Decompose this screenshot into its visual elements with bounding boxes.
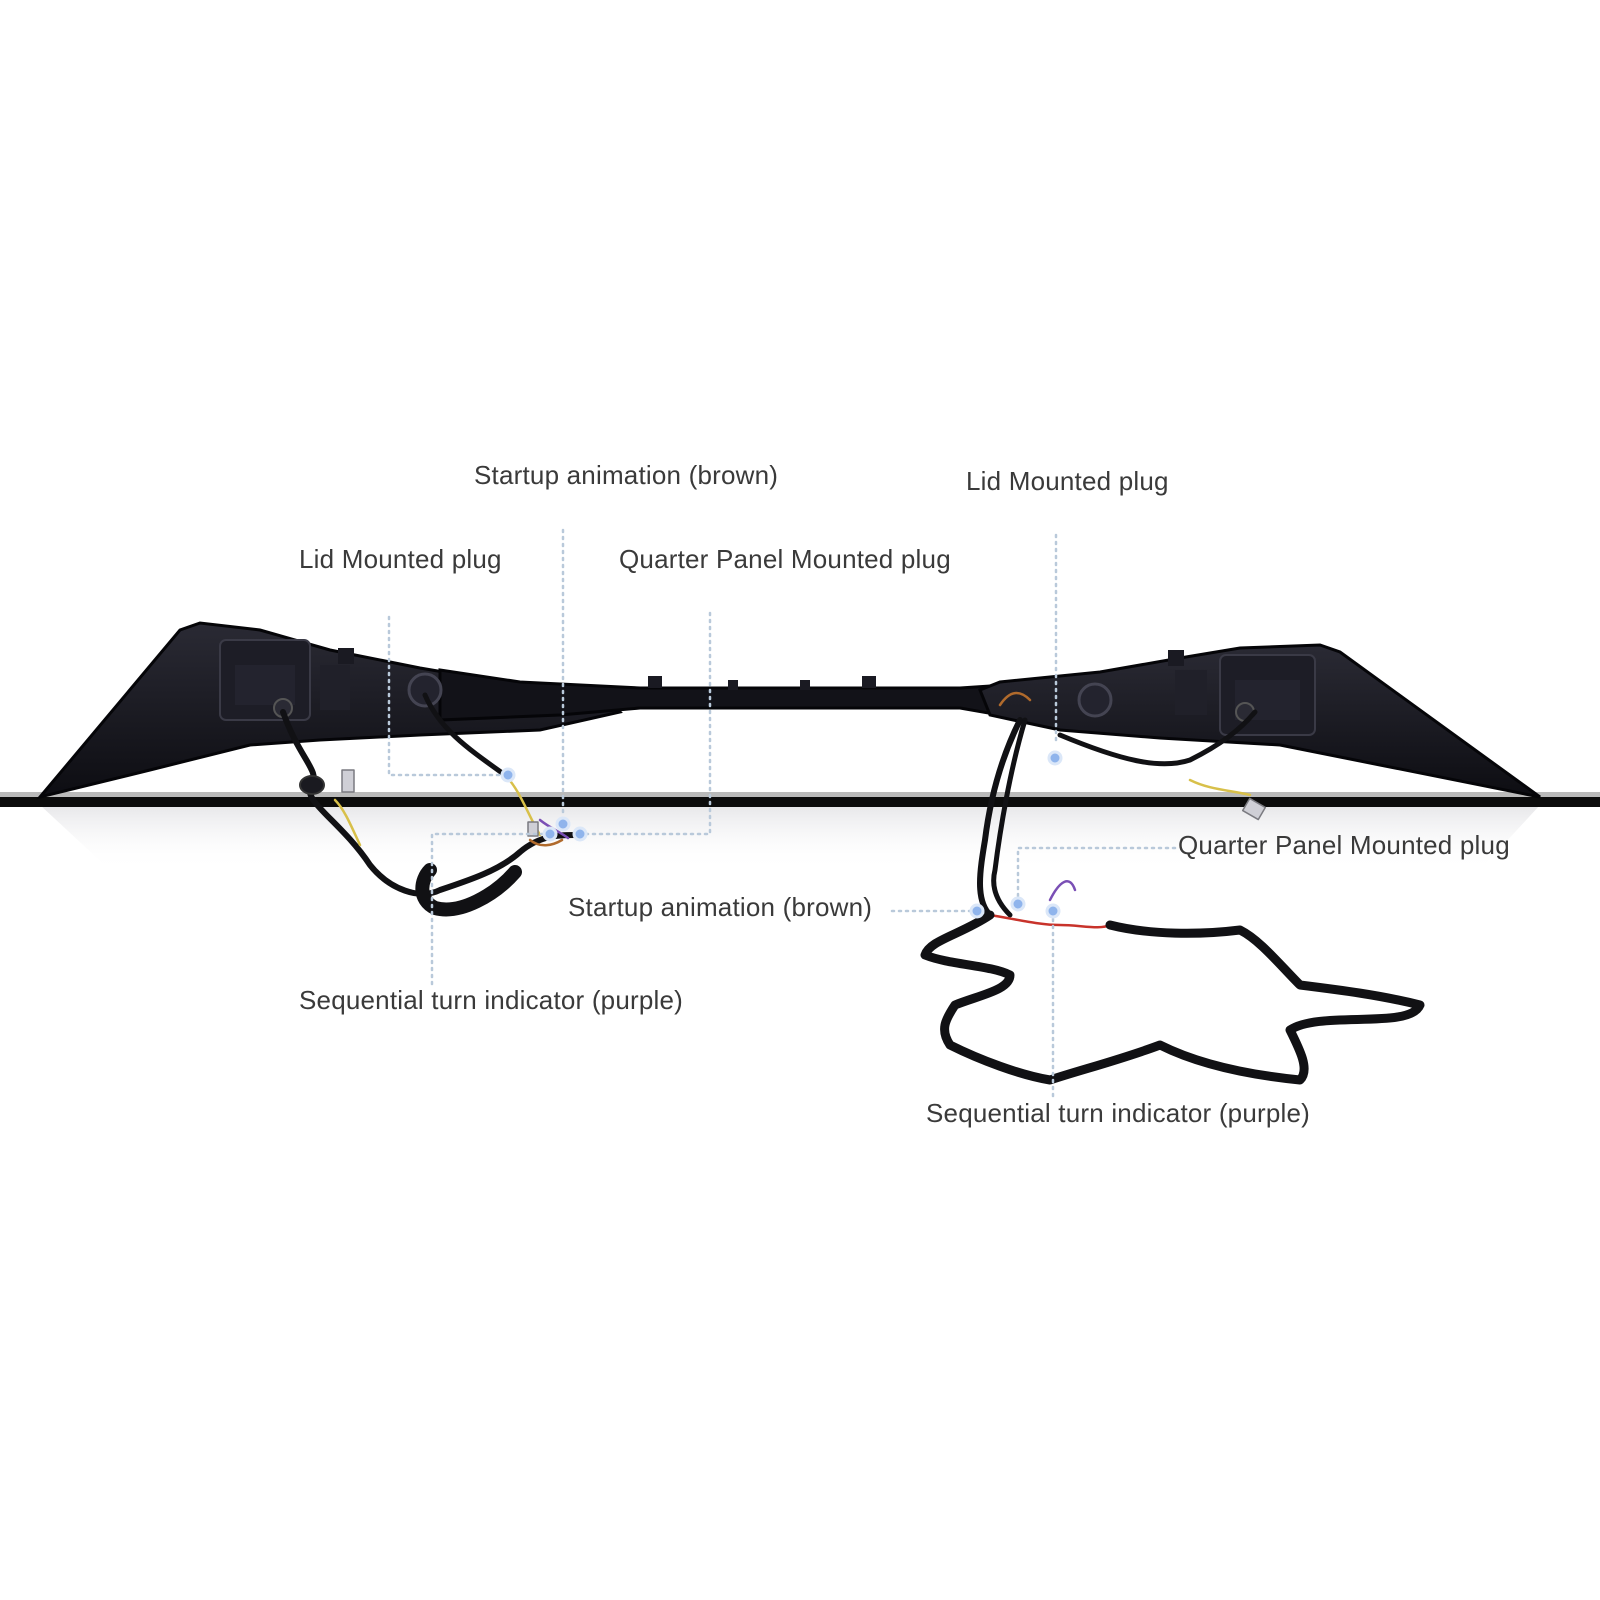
right-grommet	[1077, 682, 1113, 718]
marker-quarter-right	[1010, 896, 1026, 912]
leader-lines	[387, 528, 1177, 1102]
connector-markers	[500, 750, 1063, 919]
leader-quarter-right	[1016, 846, 1177, 900]
callout-lid-mounted-plug-left: Lid Mounted plug	[299, 544, 502, 574]
marker-sequential-right	[1045, 903, 1061, 919]
long-harness-loop	[920, 910, 1425, 1085]
horizon-line	[0, 797, 1600, 807]
leader-quarter-left	[578, 611, 712, 836]
marker-lid-left	[500, 767, 516, 783]
left-grommet	[407, 672, 443, 708]
callout-quarter-panel-mounted-plug-right: Quarter Panel Mounted plug	[1178, 830, 1510, 860]
light-bar-assembly	[35, 621, 1541, 800]
callout-quarter-panel-mounted-plug-left: Quarter Panel Mounted plug	[619, 544, 951, 574]
callout-lid-mounted-plug-right: Lid Mounted plug	[966, 466, 1169, 496]
callout-startup-animation-left: Startup animation (brown)	[474, 460, 779, 490]
callout-sequential-turn-indicator-right: Sequential turn indicator (purple)	[926, 1098, 1311, 1128]
leader-lid-left	[387, 615, 510, 777]
marker-sequential-left	[542, 826, 558, 842]
marker-startup-right	[969, 903, 985, 919]
leader-sequential-left	[430, 832, 552, 987]
right-wiring-harness	[920, 691, 1425, 1085]
callout-sequential-turn-indicator-left: Sequential turn indicator (purple)	[299, 985, 684, 1015]
marker-quarter-left	[572, 826, 588, 842]
marker-startup-left	[555, 816, 571, 832]
marker-lid-right	[1047, 750, 1063, 766]
callout-startup-animation-right: Startup animation (brown)	[568, 892, 873, 922]
floor-reflection	[40, 805, 1540, 870]
